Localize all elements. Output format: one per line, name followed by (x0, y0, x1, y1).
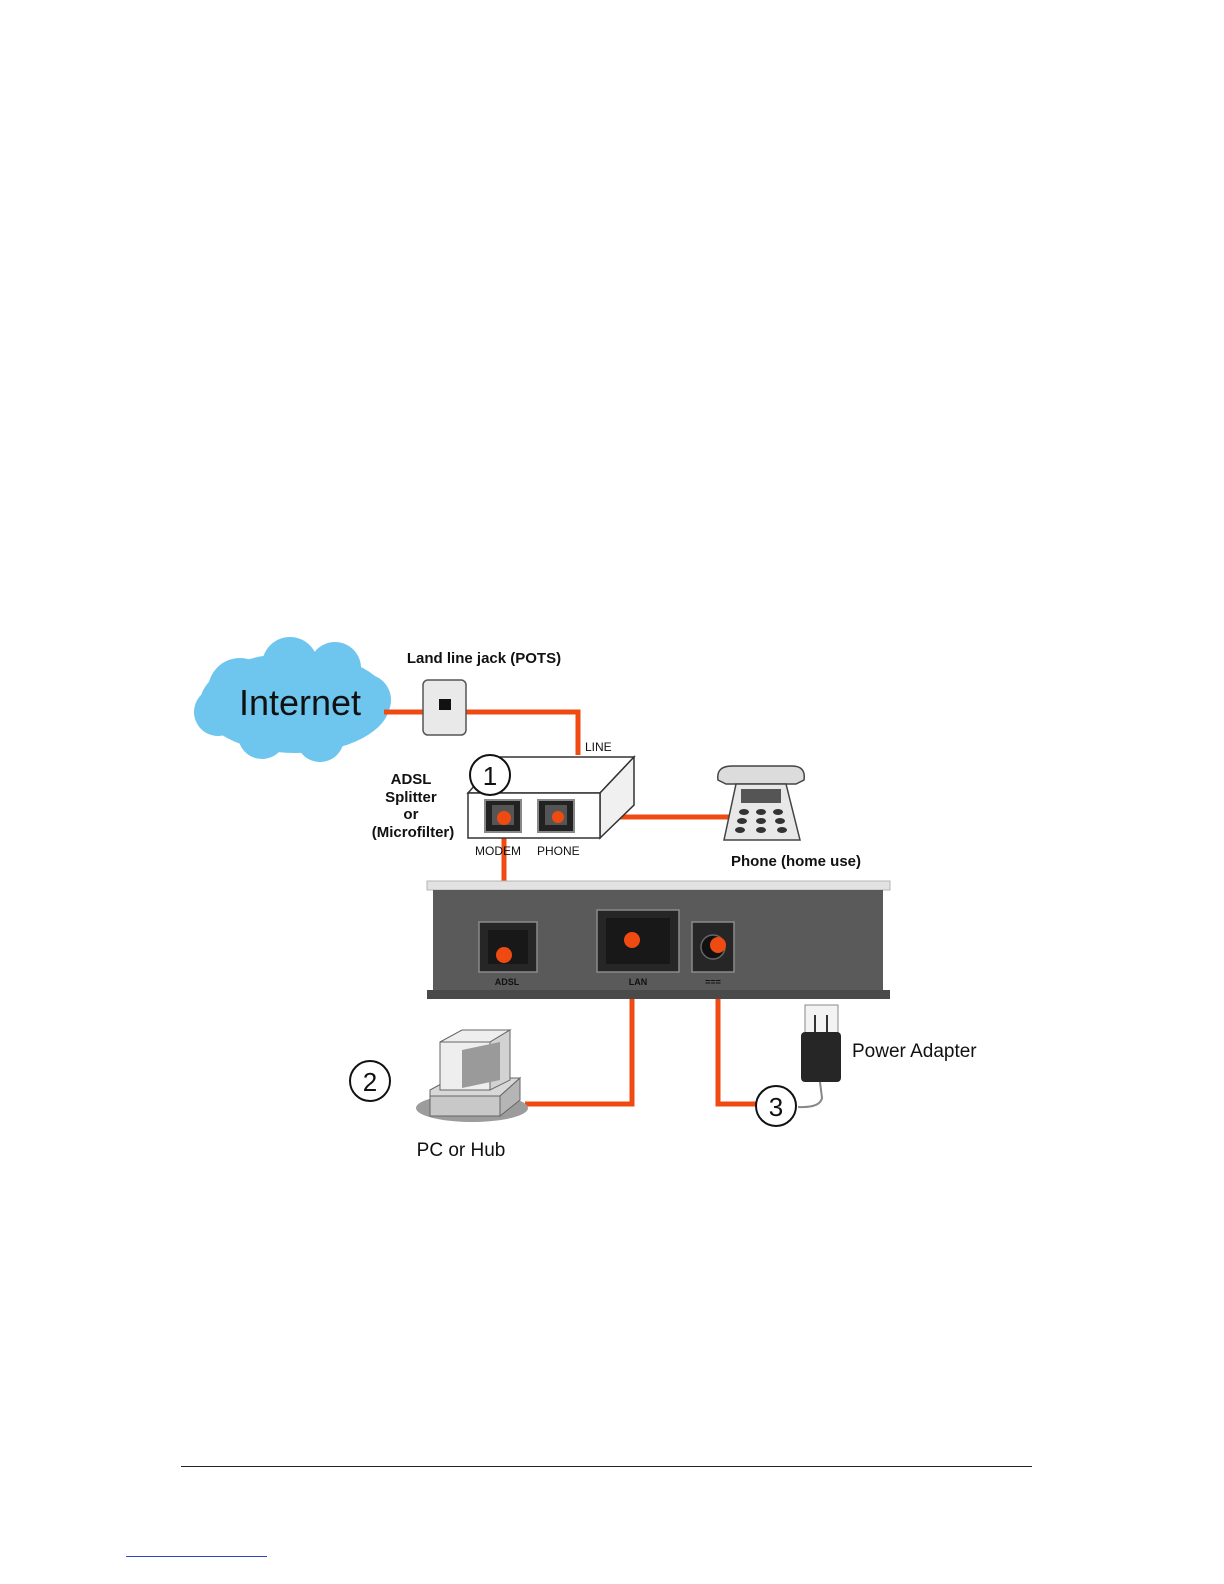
splitter-label: ADSL Splitter or (Microfilter) (372, 771, 455, 841)
cable-jack-splitter (466, 712, 578, 755)
router-lan-label: LAN (629, 977, 648, 987)
modem-port-label: MODEM (475, 844, 521, 858)
phone-port-dot (552, 811, 564, 823)
step-2-badge: 2 (350, 1061, 390, 1101)
internet-cloud: Internet (194, 637, 391, 762)
router-adsl-label: ADSL (495, 977, 520, 987)
wall-jack-icon (423, 680, 466, 735)
phone-port-label: PHONE (537, 844, 580, 858)
lan-port-dot (624, 932, 640, 948)
pc-icon (416, 1030, 528, 1122)
svg-text:3: 3 (769, 1092, 783, 1122)
svg-text:2: 2 (363, 1067, 377, 1097)
internet-label: Internet (239, 682, 361, 723)
pc-label: PC or Hub (417, 1140, 506, 1161)
footer-rule (181, 1466, 1032, 1467)
svg-text:1: 1 (483, 761, 497, 791)
line-port-label: LINE (585, 740, 612, 754)
power-port-dot (710, 937, 726, 953)
power-adapter-icon (798, 1005, 841, 1107)
modem-port-dot (497, 811, 511, 825)
telephone-icon (718, 766, 804, 840)
step-3-badge: 3 (756, 1086, 796, 1126)
jack-label: Land line jack (POTS) (407, 650, 561, 667)
phone-label: Phone (home use) (731, 853, 861, 870)
adsl-port-dot (496, 947, 512, 963)
router-power-label: === (705, 977, 721, 987)
footer-link-underline (126, 1556, 267, 1557)
power-adapter-label: Power Adapter (852, 1041, 977, 1062)
step-1-badge: 1 (470, 755, 510, 795)
